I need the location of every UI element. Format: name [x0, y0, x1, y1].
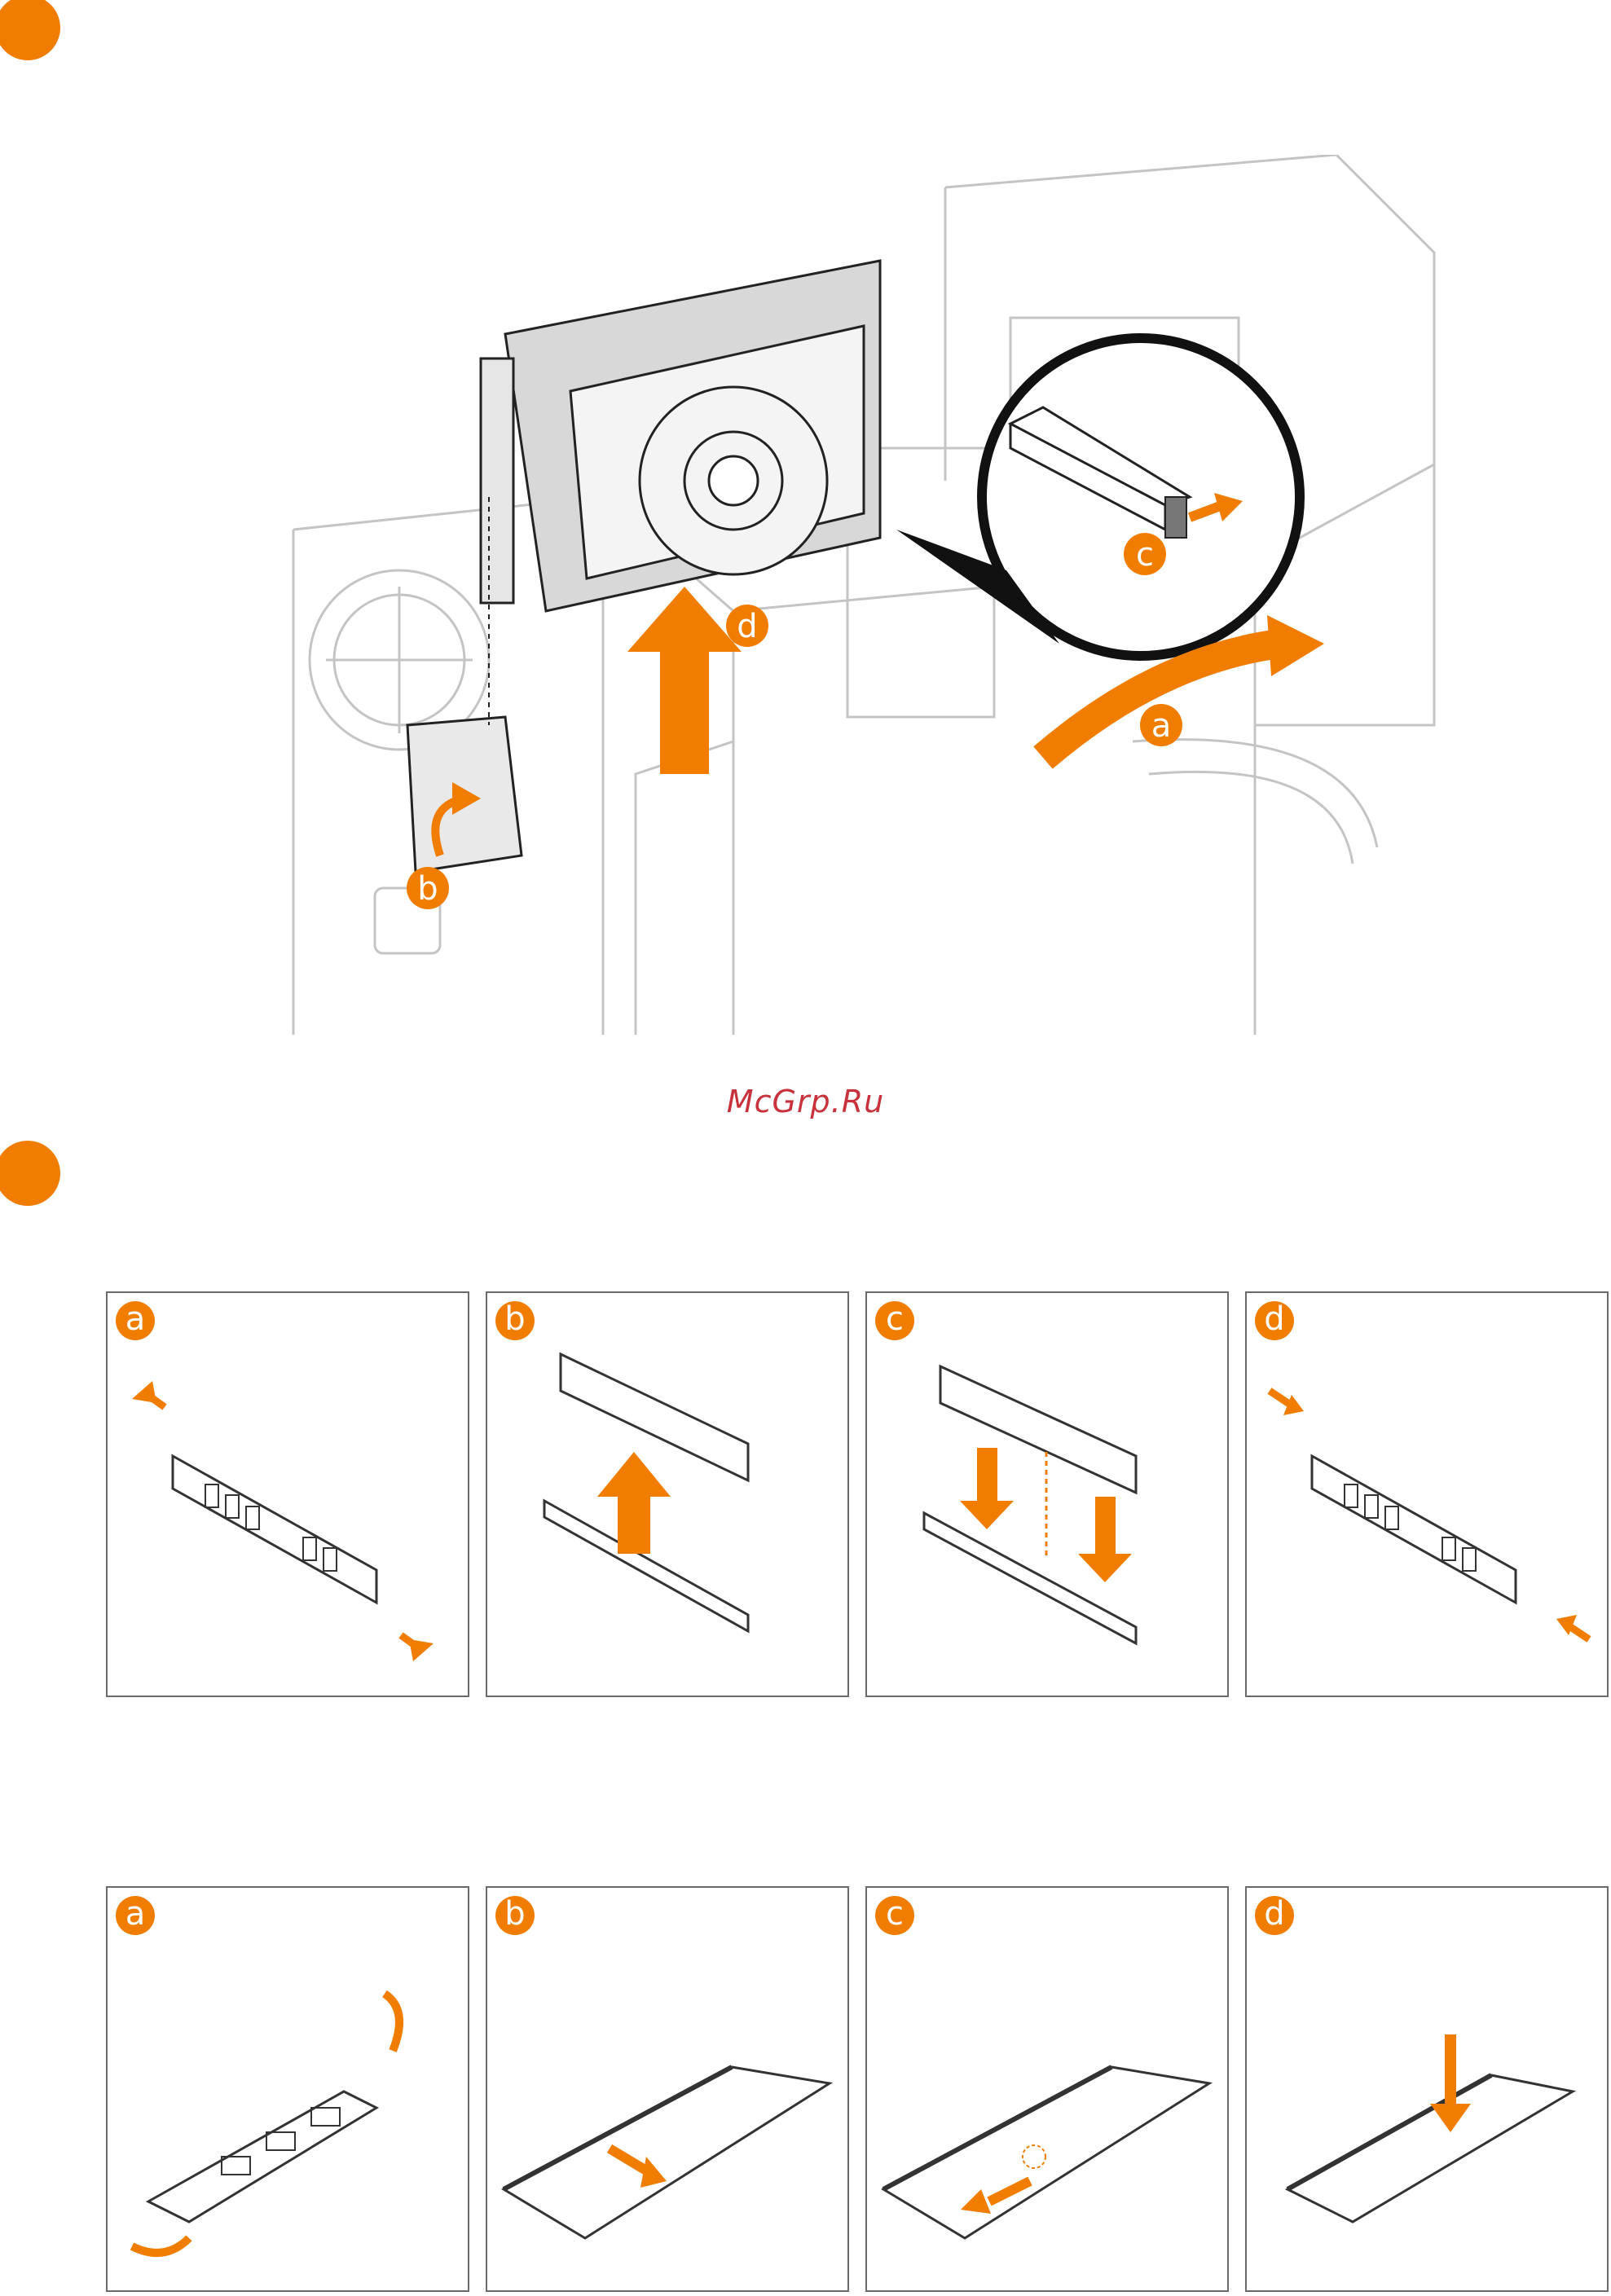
sodimm-step-c-panel: c	[865, 1886, 1229, 2292]
hero-callout-c: c	[1136, 536, 1154, 574]
dimm-step-b-panel: b	[486, 1291, 849, 1697]
dimm-insert-module-illustration	[867, 1293, 1227, 1696]
hero-callout-a: a	[1151, 707, 1172, 745]
step-2-marker	[0, 1141, 60, 1206]
sodimm-step-d-panel: d	[1245, 1886, 1609, 2292]
dimm-step-a-panel: a	[106, 1291, 469, 1697]
graphics-card-removal-illustration: a b c d	[277, 155, 1442, 1035]
sodimm-insert-module-illustration	[867, 1888, 1227, 2290]
dimm-close-latches-illustration	[1247, 1293, 1607, 1696]
sodimm-press-module-illustration	[1247, 1888, 1607, 2290]
dimm-step-c-panel: c	[865, 1291, 1229, 1697]
hero-callout-d: d	[737, 608, 757, 645]
dimm-step-d-panel: d	[1245, 1291, 1609, 1697]
sodimm-step-a-panel: a	[106, 1886, 469, 2292]
hero-callout-b: b	[417, 870, 438, 908]
step-1-marker	[0, 0, 60, 60]
sodimm-release-clips-illustration	[108, 1888, 468, 2290]
watermark: McGrp.Ru	[0, 1084, 1611, 1119]
sodimm-step-b-panel: b	[486, 1886, 849, 2292]
dimm-open-latches-illustration	[108, 1293, 468, 1696]
sodimm-remove-module-illustration	[487, 1888, 847, 2290]
dimm-remove-module-illustration	[487, 1293, 847, 1696]
